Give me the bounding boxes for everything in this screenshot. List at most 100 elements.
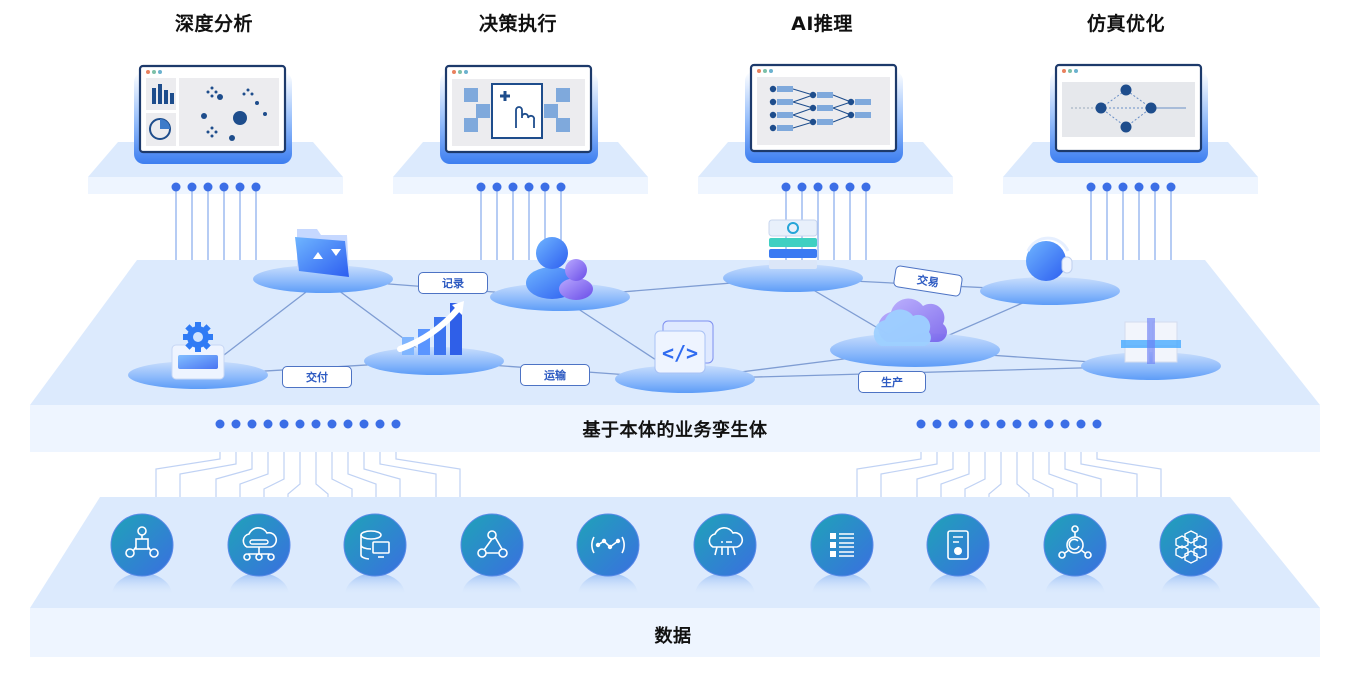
connector-dot [540,182,550,192]
data-flow-icon [591,536,625,554]
reflection [229,573,289,595]
data-source-webhook-icon [460,513,524,595]
bus-dot [996,419,1006,429]
data-source-document-settings-icon [926,513,990,595]
source-circle [343,513,407,577]
bus-line [315,424,329,497]
connector-dot [829,182,839,192]
data-source-hexagon-network-icon [110,513,174,595]
window-dot [1068,69,1072,73]
sync-hub-icon [1058,525,1092,559]
monitor-simulation-optimization [1050,63,1208,163]
bus-dot [231,419,241,429]
database-stack-icon [768,219,818,269]
flow-graph-icon [1062,82,1195,137]
bus-dot [1092,419,1102,429]
data-source-icons [110,513,1223,595]
bus-dot [980,419,990,429]
source-circle [1043,513,1107,577]
connector-dot [187,182,197,192]
bus-dot [932,419,942,429]
reflection [1045,573,1105,595]
source-circle [810,513,874,577]
window-dot [452,70,456,74]
connector-dot [476,182,486,192]
bus-dot [948,419,958,429]
node-disc-blocks [1081,352,1221,380]
window-dot [757,69,761,73]
platform-front [698,177,953,194]
bus-dot [359,419,369,429]
node-disc-folder [253,265,393,293]
document-settings-icon [947,530,969,560]
connector-dot [797,182,807,192]
connector-dot [1102,182,1112,192]
twin-layer-label: 基于本体的业务孪生体 [582,420,768,441]
bus-dot [279,419,289,429]
bus-dot [1044,419,1054,429]
reflection [1161,573,1221,595]
neural-network-icon [757,77,890,145]
node-disc-code [615,365,755,393]
connector-dot [492,182,502,192]
connector-dot [203,182,213,192]
node-disc-growth [364,347,504,375]
bus-dot [916,419,926,429]
window-dot [464,70,468,74]
list-icon [830,533,854,557]
data-platform-top [30,497,1320,608]
reflection [578,573,638,595]
cloud-icon [873,298,947,346]
data-source-list-icon [810,513,874,595]
database-monitor-icon [360,530,390,560]
monitor-decision-execution [440,64,598,164]
source-circle [110,513,174,577]
folder-transfer-icon [295,229,349,277]
bus-dot [1076,419,1086,429]
connector-dot [813,182,823,192]
reflection [928,573,988,595]
cube-cluster-icon [1175,530,1207,564]
platform-front [1003,177,1258,194]
bus-line [988,424,1002,497]
source-circle [1159,513,1223,577]
gear-box-icon [171,322,225,380]
bus-dot [247,419,257,429]
cloud-server-icon [708,527,744,556]
relation-label-transport: 运输 [520,364,590,386]
window-dot [763,69,767,73]
hexagon-network-icon [125,526,159,558]
window-dot [769,69,773,73]
twin-platform-front [30,405,1320,452]
window-dot [1074,69,1078,73]
node-disc-support [980,277,1120,305]
bus-dot [263,419,273,429]
capability-title-decision-execution: 决策执行 [478,13,557,35]
connector-dot [219,182,229,192]
reflection [462,573,522,595]
webhook-icon [477,530,508,558]
bus-line [287,424,301,497]
connector-dot [1118,182,1128,192]
bus-dot [964,419,974,429]
cloud-network-icon [242,527,278,561]
connector-dot [1166,182,1176,192]
connector-dot [781,182,791,192]
connector-dot [1150,182,1160,192]
window-dot [152,70,156,74]
relation-label-production: 生产 [858,371,926,393]
users-icon [526,237,593,300]
capability-title-simulation-optimization: 仿真优化 [1086,13,1165,35]
bus-dot [1012,419,1022,429]
edge-folder-growth [322,278,435,362]
connector-dot [235,182,245,192]
node-discs [128,264,1221,393]
data-platform-front [30,608,1320,657]
monitor-ai-reasoning [745,63,903,163]
data-source-sync-hub-icon [1043,513,1107,595]
capability-monitors [134,63,1208,164]
connector-dot [171,182,181,192]
bus-dot [327,419,337,429]
bus-dot [343,419,353,429]
